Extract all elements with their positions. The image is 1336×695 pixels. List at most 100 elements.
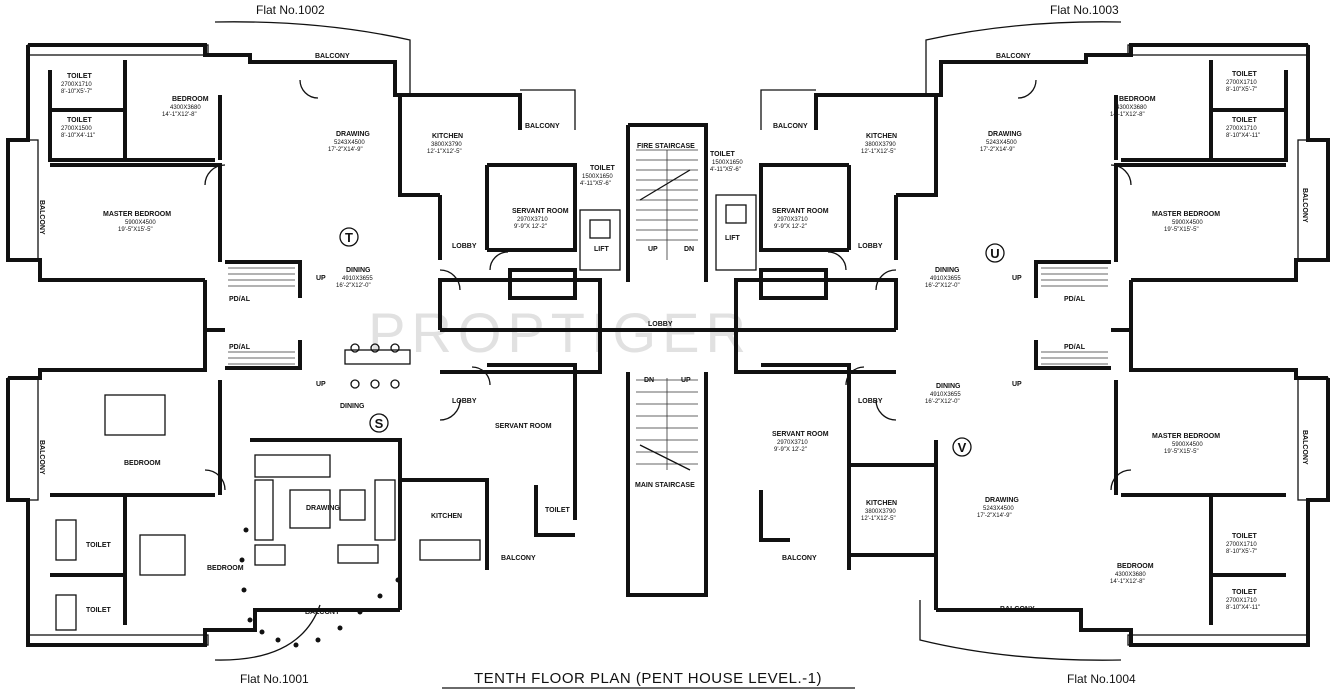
- pdal-label: PD/AL: [1064, 344, 1086, 351]
- lobby-label: LOBBY: [858, 398, 883, 405]
- drawing-label: DRAWING: [988, 131, 1022, 138]
- unit-marker-u: U: [985, 243, 1005, 263]
- dimension-text: 5900X4500: [1172, 442, 1203, 448]
- drawing-label: DRAWING: [306, 505, 340, 512]
- bedroom-label: BEDROOM: [124, 460, 161, 467]
- bedroom-label: BEDROOM: [1119, 96, 1156, 103]
- dimension-text: 2700X1710: [1226, 126, 1257, 132]
- balcony-label: BALCONY: [1000, 606, 1035, 613]
- dimension-text: 16'-2"X12'-0": [925, 399, 960, 405]
- dimension-text: 19'-5"X15'-5": [1164, 449, 1199, 455]
- dimension-text: 8'-10"X5'-7": [1226, 87, 1257, 93]
- dimension-text: 17'-2"X14'-9": [980, 147, 1015, 153]
- toilet-label: TOILET: [86, 542, 111, 549]
- dimension-text: 16'-2"X12'-0": [336, 283, 371, 289]
- dimension-text: 8'-10"X5'-7": [1226, 549, 1257, 555]
- unit-marker-s: S: [369, 413, 389, 433]
- kitchen-label: KITCHEN: [866, 133, 897, 140]
- dimension-text: 19'-5"X15'-5": [1164, 227, 1199, 233]
- balcony-label: BALCONY: [315, 53, 350, 60]
- toilet-label: TOILET: [67, 117, 92, 124]
- dimension-text: 8'-10"X4'-11": [1226, 133, 1260, 139]
- bedroom-label: BEDROOM: [172, 96, 209, 103]
- dimension-text: 5243X4500: [983, 506, 1014, 512]
- servant-room-label: SERVANT ROOM: [772, 208, 829, 215]
- flat-label-1001: Flat No.1001: [240, 672, 309, 686]
- dimension-text: 4910X3655: [930, 276, 961, 282]
- dimension-text: 9'-9"X 12'-2": [774, 224, 807, 230]
- kitchen-label: KITCHEN: [431, 513, 462, 520]
- balcony-label: BALCONY: [1301, 430, 1308, 465]
- dimension-text: 2700X1710: [1226, 598, 1257, 604]
- flat-label-1004: Flat No.1004: [1067, 672, 1136, 686]
- balcony-label: BALCONY: [773, 123, 808, 130]
- master-bedroom-label: MASTER BEDROOM: [1152, 211, 1220, 218]
- unit-marker-u-text: U: [990, 246, 999, 261]
- balcony-label: BALCONY: [38, 200, 45, 235]
- balcony-label: BALCONY: [501, 555, 536, 562]
- bedroom-label: BEDROOM: [1117, 563, 1154, 570]
- dimension-text: 4300X3680: [1115, 572, 1146, 578]
- dimension-text: 1500X1650: [712, 160, 743, 166]
- lift-shafts: [579, 194, 757, 271]
- toilet-label: TOILET: [1232, 533, 1257, 540]
- toilet-label: TOILET: [1232, 117, 1257, 124]
- planter-dots: [239, 527, 401, 648]
- dimension-text: 4910X3655: [342, 276, 373, 282]
- pdal-label: PD/AL: [229, 296, 251, 303]
- balcony-label: BALCONY: [38, 440, 45, 475]
- balcony-label: BALCONY: [996, 53, 1031, 60]
- toilet-label: TOILET: [545, 507, 570, 514]
- dimension-text: 2970X3710: [777, 440, 808, 446]
- toilet-label: TOILET: [86, 607, 111, 614]
- dimension-text: 9'-9"X 12'-2": [774, 447, 807, 453]
- stair-down-label: DN: [644, 377, 654, 384]
- dimension-text: 5243X4500: [986, 140, 1017, 146]
- dimension-text: 8'-10"X4'-11": [61, 133, 95, 139]
- unit-marker-t-text: T: [345, 230, 353, 245]
- dimension-text: 4910X3655: [930, 392, 961, 398]
- toilet-label: TOILET: [67, 73, 92, 80]
- drawing-label: DRAWING: [985, 497, 1019, 504]
- furniture: [55, 343, 481, 631]
- dimension-text: 4300X3680: [170, 105, 201, 111]
- dimension-text: 12'-1"X12'-5": [861, 149, 896, 155]
- dimension-text: 8'-10"X4'-11": [1226, 605, 1260, 611]
- dimension-text: 19'-5"X15'-5": [118, 227, 153, 233]
- lift-label: LIFT: [594, 246, 609, 253]
- balcony-label: BALCONY: [305, 609, 340, 616]
- dimension-text: 12'-1"X12'-5": [861, 516, 896, 522]
- balcony-label: BALCONY: [1301, 188, 1308, 223]
- dimension-text: 1500X1650: [582, 174, 613, 180]
- master-bedroom-label: MASTER BEDROOM: [1152, 433, 1220, 440]
- kitchen-label: KITCHEN: [432, 133, 463, 140]
- drawing-label: DRAWING: [336, 131, 370, 138]
- lobby-label: LOBBY: [452, 398, 477, 405]
- unit-marker-t: T: [339, 227, 359, 247]
- dimension-text: 2700X1500: [61, 126, 92, 132]
- toilet-label: TOILET: [710, 151, 735, 158]
- servant-room-label: SERVANT ROOM: [495, 423, 552, 430]
- flat-label-1002: Flat No.1002: [256, 3, 325, 17]
- dimension-text: 17'-2"X14'-9": [328, 147, 363, 153]
- master-bedroom-label: MASTER BEDROOM: [103, 211, 171, 218]
- lift-label: LIFT: [725, 235, 740, 242]
- dimension-text: 17'-2"X14'-9": [977, 513, 1012, 519]
- unit-marker-s-text: S: [375, 416, 384, 431]
- dining-label: DINING: [936, 383, 961, 390]
- dimension-text: 14'-1"X12'-8": [1110, 579, 1145, 585]
- flat-label-1003: Flat No.1003: [1050, 3, 1119, 17]
- dimension-text: 3800X3790: [865, 509, 896, 515]
- stair-up-label: UP: [1012, 381, 1022, 388]
- bedroom-label: BEDROOM: [207, 565, 244, 572]
- dimension-text: 2970X3710: [777, 217, 808, 223]
- dimension-text: 3800X3790: [431, 142, 462, 148]
- lobby-label: LOBBY: [648, 321, 673, 328]
- parapet-bands: [7, 44, 1329, 646]
- door-swings: [204, 79, 1132, 491]
- balcony-label: BALCONY: [525, 123, 560, 130]
- dimension-text: 2970X3710: [517, 217, 548, 223]
- unit-marker-v: V: [952, 437, 972, 457]
